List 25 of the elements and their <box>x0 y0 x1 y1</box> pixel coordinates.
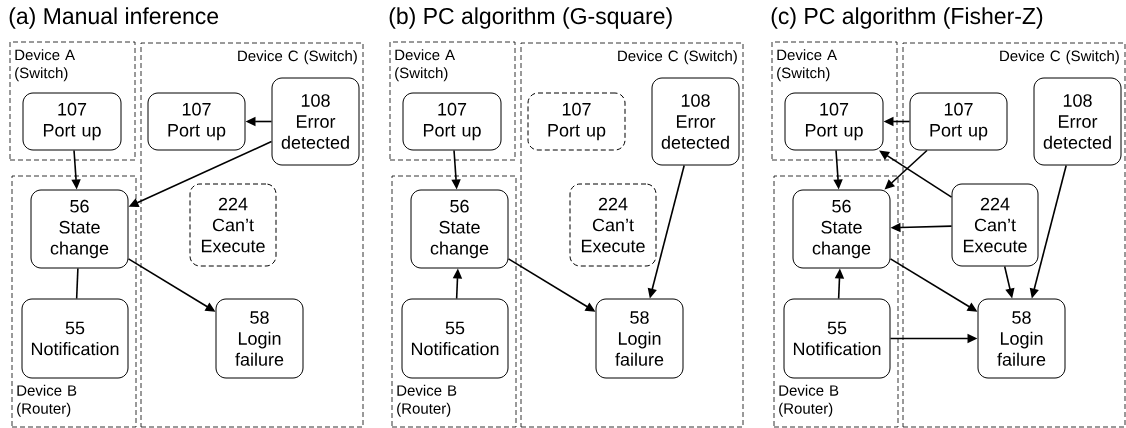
event-box: 107 Port up <box>909 92 1008 151</box>
panel-title: (c) PC algorithm (Fisher-Z) <box>771 7 1043 29</box>
event-box: 56 State change <box>30 189 129 269</box>
event-box: 107 Port up <box>402 92 502 151</box>
arrow <box>879 150 953 198</box>
event-box: 224 Can’t Execute <box>951 183 1039 267</box>
event-box: 224 Can’t Execute <box>189 183 277 267</box>
event-box: 107 Port up <box>147 92 246 151</box>
event-box: 224 Can’t Execute <box>569 183 657 267</box>
event-box: 55 Notification <box>21 298 129 379</box>
event-box: 58 Login failure <box>595 298 684 379</box>
panel-title: (a) Manual inference <box>9 7 219 29</box>
event-box: 107 Port up <box>22 92 122 151</box>
event-box: 108 Error detected <box>1033 77 1122 166</box>
panel-title: (b) PC algorithm (G-square) <box>389 7 672 29</box>
event-box: 56 State change <box>792 189 891 269</box>
event-box: 107 Port up <box>527 92 626 151</box>
event-box: 108 Error detected <box>651 77 740 166</box>
event-box: 58 Login failure <box>215 298 304 379</box>
event-box: 56 State change <box>410 189 509 269</box>
event-box: 108 Error detected <box>271 77 360 166</box>
event-box: 55 Notification <box>401 298 509 379</box>
event-box: 107 Port up <box>784 92 884 151</box>
event-box: 58 Login failure <box>977 298 1066 379</box>
event-box: 55 Notification <box>783 298 891 379</box>
